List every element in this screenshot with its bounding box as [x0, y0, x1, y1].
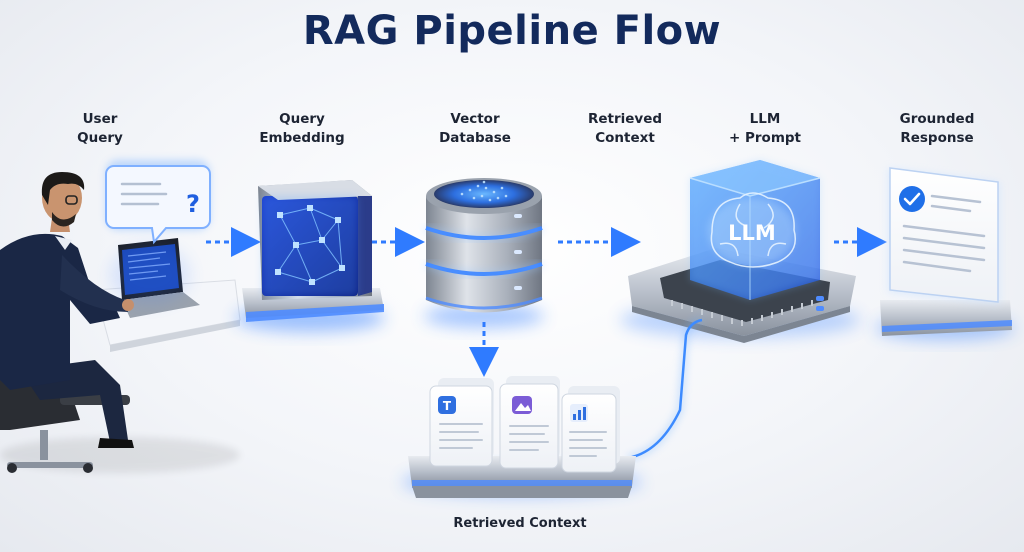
check-icon: [899, 186, 925, 212]
data-cable: [627, 317, 703, 461]
stage-label-line1: Vector: [450, 111, 500, 127]
flow-arrows: [206, 227, 887, 377]
retrieved-documents-tray: T: [402, 376, 642, 498]
image-document-icon: [499, 376, 560, 469]
brain-icon: [710, 192, 796, 268]
person-figure: [0, 172, 134, 448]
person-at-desk: [0, 172, 241, 473]
stage-label-line2: Database: [439, 130, 511, 146]
text-document-icon: T: [429, 378, 494, 467]
bar-chart-icon: [573, 407, 586, 420]
stage-label-line2: Query: [77, 130, 123, 146]
retrieved-context-caption: Retrieved Context: [453, 516, 587, 531]
stage-label-line2: Embedding: [259, 130, 345, 146]
llm-chip-icon: LLM: [620, 160, 860, 343]
stage-label-retrieved-context: Retrieved Context: [560, 110, 690, 148]
grounded-response-card: [875, 167, 1015, 340]
embedding-cube-icon: [235, 180, 385, 332]
stage-label-line1: Grounded: [899, 111, 975, 127]
stage-label-line2: + Prompt: [728, 130, 802, 146]
stage-label-line2: Context: [595, 130, 655, 146]
stage-label-line1: User: [82, 111, 118, 127]
laptop-icon: [110, 238, 200, 318]
stage-label-llm-prompt: LLM + Prompt: [700, 110, 830, 148]
query-speech-bubble: ?: [105, 160, 211, 245]
data-cable-line: [627, 318, 703, 460]
vector-database-icon: [424, 178, 544, 328]
chart-document-icon: [561, 386, 620, 473]
llm-chip-label: LLM: [728, 221, 776, 245]
stage-label-line1: Query: [279, 111, 325, 127]
stage-label-user-query: User Query: [35, 110, 165, 148]
question-mark-icon: ?: [186, 190, 200, 218]
stage-label-vector-database: Vector Database: [410, 110, 540, 148]
page-title: RAG Pipeline Flow: [302, 8, 722, 54]
stage-label-line2: Response: [900, 130, 974, 146]
stage-label-query-embedding: Query Embedding: [237, 110, 367, 148]
stage-label-line1: LLM: [749, 111, 781, 127]
stage-label-line1: Retrieved: [587, 111, 663, 127]
document-badge-t: T: [443, 399, 452, 413]
stage-label-grounded-response: Grounded Response: [872, 110, 1002, 148]
